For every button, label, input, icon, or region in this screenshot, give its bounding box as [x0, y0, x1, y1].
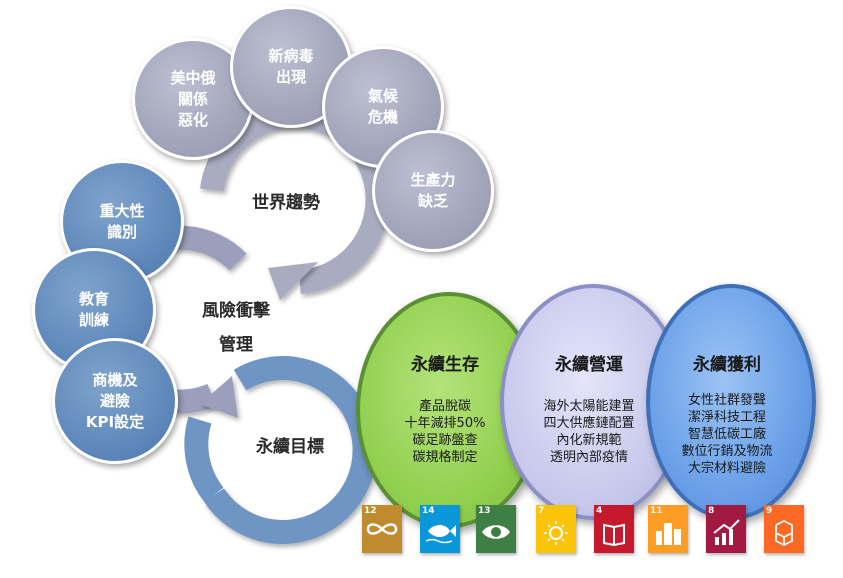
- pillar-item: 智慧低碳工廠: [687, 427, 766, 442]
- sdg-number: 4: [596, 506, 603, 516]
- sdg-number: 12: [364, 506, 377, 516]
- pillar-items-operation: 海外太陽能建置 四大供應鏈配置 內化新規範 透明內部疫情: [519, 398, 659, 466]
- goal-arc-left: [184, 416, 224, 503]
- infinity-icon: [366, 523, 398, 535]
- fish-icon: [425, 525, 456, 544]
- sdg-number: 13: [478, 506, 491, 516]
- sdg-tile-11: 11: [648, 505, 688, 553]
- pillar-item: 碳足跡盤查: [412, 433, 478, 448]
- cubes-icon: [775, 519, 793, 547]
- pillar-item: 海外太陽能建置: [543, 399, 635, 414]
- sdg-number: 8: [708, 506, 715, 516]
- risk-arrowhead: [200, 376, 238, 418]
- sdg-tile-14: 14: [420, 505, 460, 553]
- book-icon: [603, 523, 625, 547]
- sdg-tile-4: 4: [594, 505, 634, 553]
- sdg-number: 9: [766, 506, 773, 516]
- pillar-item: 產品脫碳: [418, 399, 471, 414]
- eye-icon: [482, 525, 510, 539]
- sdg-tile-12: 12: [362, 505, 402, 553]
- pillar-items-survival: 產品脫碳 十年減排50% 碳足跡盤查 碳規格制定: [380, 398, 510, 466]
- pillar-title-survival: 永續生存: [411, 355, 479, 375]
- pillar-item: 內化新規範: [556, 433, 622, 448]
- pillar-items-profit: 女性社群發聲 潔淨科技工程 智慧低碳工廠 數位行銷及物流 大宗材料避險: [662, 392, 792, 477]
- sdg-number: 11: [650, 506, 663, 516]
- risk-bubble-kpi: 商機及 避險 KPI設定: [52, 338, 178, 464]
- trend-bubble-productivity-shortage: 生產力 缺乏: [372, 130, 494, 252]
- risk-label-line2: 管理: [219, 335, 253, 355]
- sdg-tile-13: 13: [476, 505, 516, 553]
- city-icon: [656, 523, 681, 545]
- pillar-item: 透明內部疫情: [549, 450, 628, 465]
- growth-chart-icon: [713, 519, 740, 545]
- pillar-item: 四大供應鏈配置: [543, 416, 635, 431]
- world-trends-label: 世界趨勢: [252, 193, 320, 213]
- pillar-title-operation: 永續營運: [555, 355, 623, 375]
- world-trends-arrowhead: [268, 262, 318, 300]
- pillar-item: 數位行銷及物流: [681, 444, 773, 459]
- sun-icon: [544, 521, 568, 545]
- goal-arc: [203, 356, 377, 545]
- goal-label: 永續目標: [256, 437, 324, 457]
- risk-label-line1: 風險衝擊: [202, 301, 270, 321]
- sdg-tile-8: 8: [706, 505, 746, 553]
- pillar-item: 潔淨科技工程: [687, 410, 766, 425]
- pillar-oval-profit: [646, 284, 816, 520]
- pillar-item: 大宗材料避險: [687, 461, 766, 476]
- pillar-item: 碳規格制定: [412, 450, 478, 465]
- sdg-tile-7: 7: [536, 505, 576, 553]
- pillar-title-profit: 永續獲利: [693, 355, 761, 375]
- sdg-number: 7: [538, 506, 545, 516]
- pillar-item: 十年減排50%: [404, 416, 486, 431]
- sdg-tile-9: 9: [764, 505, 804, 553]
- pillar-item: 女性社群發聲: [687, 393, 766, 408]
- sdg-number: 14: [422, 506, 435, 516]
